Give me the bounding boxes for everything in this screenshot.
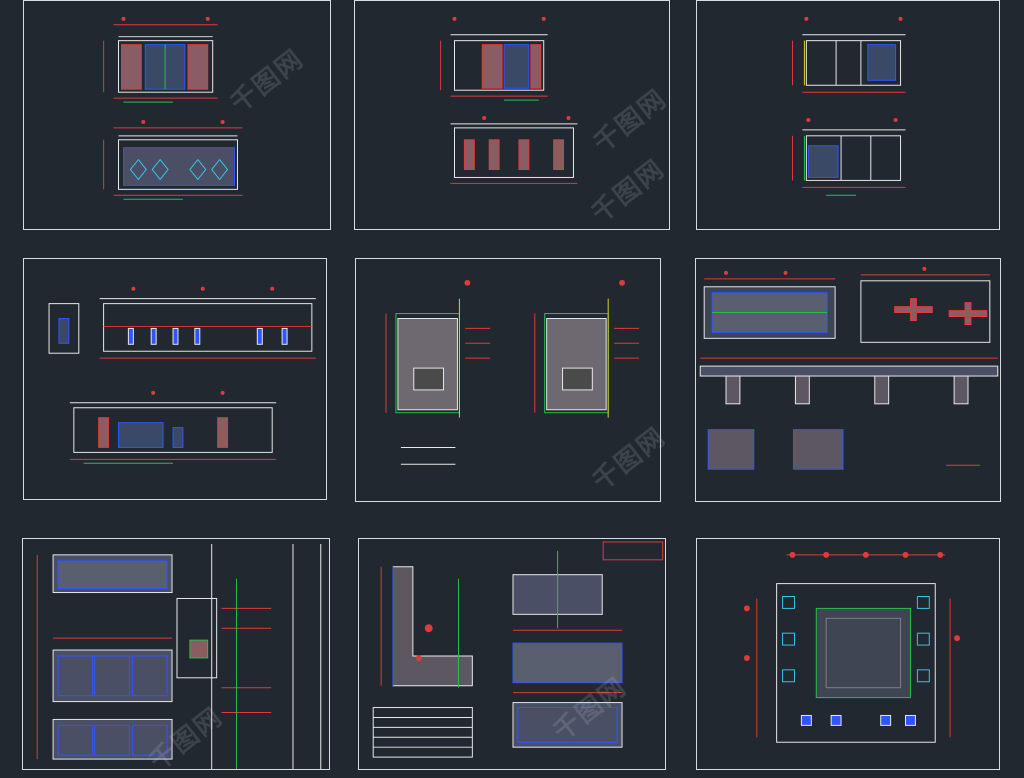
reception-desk-detail-drawing bbox=[372, 541, 664, 758]
sheet-elevation-doors: 千图网 bbox=[23, 0, 331, 230]
sheet-elevation-panels: 千图网 bbox=[354, 0, 671, 230]
elevation-panels-drawing bbox=[440, 16, 578, 184]
counter-detail-drawing bbox=[699, 266, 999, 470]
sheet-elevation-section: 千图网 bbox=[588, 0, 1000, 230]
sheet-cabinet-detail: 千图网 bbox=[22, 538, 330, 777]
elevation-doors-drawing bbox=[103, 16, 243, 200]
wall-section-drawing bbox=[385, 279, 639, 465]
floor-plan-drawing bbox=[743, 551, 961, 743]
sheet-urinal-elevation bbox=[23, 258, 327, 500]
cabinet-detail-drawing bbox=[36, 543, 322, 769]
sheet-wall-section: 千图网 bbox=[355, 258, 672, 502]
elevation-section-drawing bbox=[791, 16, 906, 196]
sheet-reception-desk-detail bbox=[358, 538, 666, 770]
sheet-floor-plan: 千图网 bbox=[548, 538, 1000, 770]
sheet-counter-detail bbox=[695, 258, 1001, 502]
urinal-elevation-drawing bbox=[48, 286, 316, 464]
